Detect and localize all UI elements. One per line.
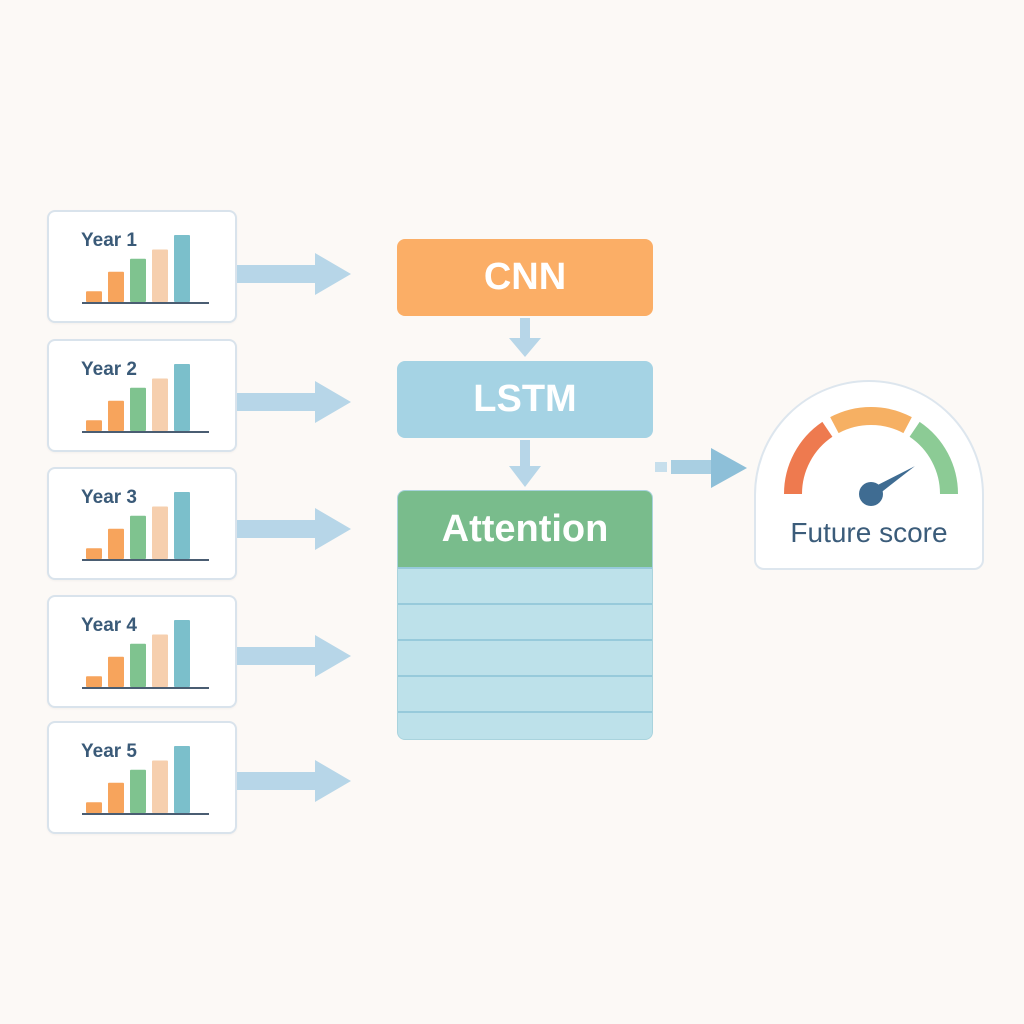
year-card: Year 2: [47, 339, 237, 452]
mini-bar: [174, 235, 190, 302]
arrow-right-icon: [237, 381, 351, 423]
gauge-segment: [909, 421, 958, 495]
attention-row: [398, 675, 652, 711]
mini-bar: [130, 387, 146, 431]
mini-bar: [108, 528, 124, 559]
year-label: Year 3: [81, 487, 137, 508]
arrow-right-icon: [655, 448, 747, 488]
year-card: Year 5: [47, 721, 237, 834]
year-label: Year 4: [81, 615, 137, 636]
mini-bar: [108, 656, 124, 687]
mini-bar: [130, 769, 146, 813]
cnn-block: CNN: [397, 239, 653, 316]
year-label: Year 5: [81, 741, 137, 762]
mini-bar: [152, 506, 168, 559]
attention-block: Attention: [397, 490, 653, 740]
mini-bar: [152, 634, 168, 687]
lstm-block: LSTM: [397, 361, 653, 438]
year-card: Year 3: [47, 467, 237, 580]
mini-bar: [86, 420, 102, 431]
gauge-segment: [784, 421, 833, 495]
mini-bar: [130, 515, 146, 559]
mini-bar: [130, 643, 146, 687]
mini-bar-chart-icon: [82, 492, 209, 561]
gauge-hub: [859, 482, 883, 506]
mini-bar: [86, 676, 102, 687]
year-label: Year 1: [81, 230, 137, 251]
mini-bar: [152, 760, 168, 813]
arrow-down-icon: [509, 440, 541, 487]
mini-bar-chart-icon: [82, 746, 209, 815]
mini-bar: [86, 548, 102, 559]
mini-bar: [108, 400, 124, 431]
mini-bar: [174, 620, 190, 687]
arrow-right-icon: [237, 635, 351, 677]
mini-bar: [130, 258, 146, 302]
arrow-right-icon: [237, 508, 351, 550]
year-card: Year 4: [47, 595, 237, 708]
mini-bar: [174, 364, 190, 431]
mini-bar: [108, 782, 124, 813]
attention-row: [398, 639, 652, 675]
arrow-right-icon: [237, 253, 351, 295]
mini-bar: [174, 492, 190, 559]
mini-bar: [108, 271, 124, 302]
mini-bar-chart-icon: [82, 364, 209, 433]
attention-row: [398, 567, 652, 603]
mini-bar: [86, 802, 102, 813]
mini-bar-chart-icon: [82, 235, 209, 304]
mini-bar-chart-icon: [82, 620, 209, 689]
arrow-right-icon: [237, 760, 351, 802]
mini-bar: [152, 249, 168, 302]
mini-bar: [174, 746, 190, 813]
attention-header: Attention: [398, 491, 652, 567]
attention-row: [398, 603, 652, 639]
gauge-segment: [830, 407, 912, 434]
future-score-card: Future score: [754, 380, 984, 570]
year-card: Year 1: [47, 210, 237, 323]
future-score-label: Future score: [790, 517, 948, 548]
arrow-down-icon: [509, 318, 541, 357]
attention-row: [398, 711, 652, 739]
mini-bar: [86, 291, 102, 302]
mini-bar: [152, 378, 168, 431]
gauge-icon: [784, 407, 958, 506]
year-label: Year 2: [81, 359, 137, 380]
